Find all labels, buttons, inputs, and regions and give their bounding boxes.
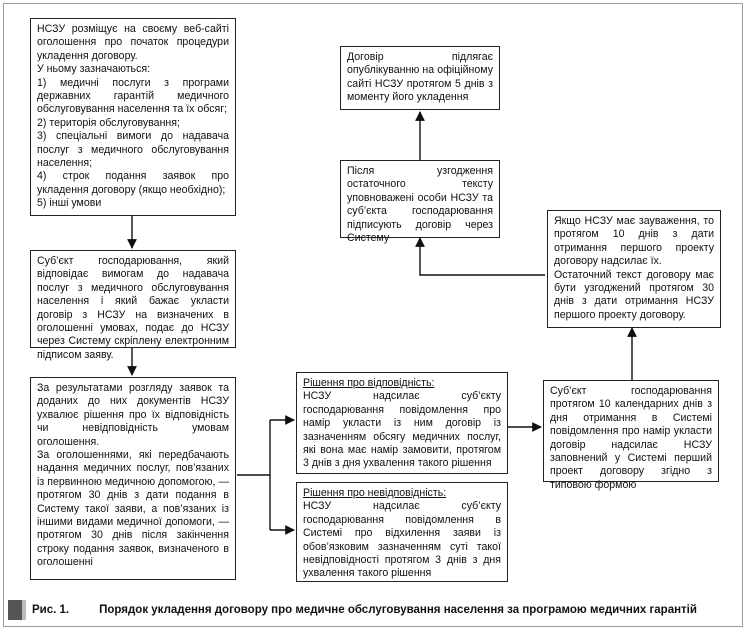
remarks-text: Остаточний текст договору має бути узгод… (554, 268, 714, 321)
arrow-b7-b8-path (419, 240, 545, 276)
announcement-line: У ньому зазначаються: (37, 63, 151, 76)
announcement-line: 2) територія обслуговування; (37, 116, 180, 129)
arrow-b3-b4-b5 (237, 420, 271, 476)
caption-marker-icon (8, 600, 26, 620)
announcement-line: 1) медичні послуги з програми державних … (37, 76, 229, 116)
announcement-line: 3) спеціальні вимоги до надавача послуг … (37, 130, 229, 170)
figure-caption: Рис. 1. Порядок укладення договору про м… (8, 596, 738, 624)
announcement-line: 4) строк подання заявок про укладення до… (37, 170, 229, 196)
step-remarks-box: Якщо НСЗУ має зауваження, то протягом 10… (547, 210, 721, 328)
publication-text: Договір підлягає опублікуванню на офіцій… (347, 51, 493, 104)
announcement-line: НСЗУ розміщує на своєму веб-сайті оголош… (37, 23, 229, 62)
compliance-text: НСЗУ надсилає суб’єкту господарювання по… (303, 390, 501, 470)
application-text: Суб’єкт господарювання, який відповідає … (37, 255, 229, 361)
figure-number: Рис. 1. (32, 604, 70, 616)
step-signing-box: Після узгодження остаточного тексту упов… (340, 160, 500, 244)
step-draft-contract-box: Суб’єкт господарювання протягом 10 кален… (543, 380, 719, 491)
draft-contract-text: Суб’єкт господарювання протягом 10 кален… (550, 385, 712, 491)
step-publication-box: Договір підлягає опублікуванню на офіцій… (340, 46, 500, 110)
step-review-box: За результатами розгляду заявок та додан… (30, 377, 236, 580)
step-application-box: Суб’єкт господарювання, який відповідає … (30, 250, 236, 361)
step-announcement-box: НСЗУ розміщує на своєму веб-сайті оголош… (30, 18, 236, 216)
noncompliance-text: НСЗУ надсилає суб’єкту господарювання по… (303, 500, 501, 580)
remarks-text: Якщо НСЗУ має зауваження, то протягом 10… (554, 215, 714, 268)
review-text: За результатами розгляду заявок та додан… (37, 382, 229, 448)
decision-compliance-box: Рішення про відповідність: НСЗУ надсилає… (296, 372, 508, 474)
signing-text: Після узгодження остаточного тексту упов… (347, 165, 493, 245)
noncompliance-heading: Рішення про невідповідність: (303, 487, 447, 499)
announcement-line: 5) інші умови (37, 197, 102, 210)
compliance-heading: Рішення про відповідність: (303, 377, 435, 389)
decision-noncompliance-box: Рішення про невідповідність: НСЗУ надсил… (296, 482, 508, 582)
review-text: За оголошеннями, які передбачають наданн… (37, 449, 229, 569)
figure-title: Порядок укладення договору про медичне о… (99, 604, 697, 616)
